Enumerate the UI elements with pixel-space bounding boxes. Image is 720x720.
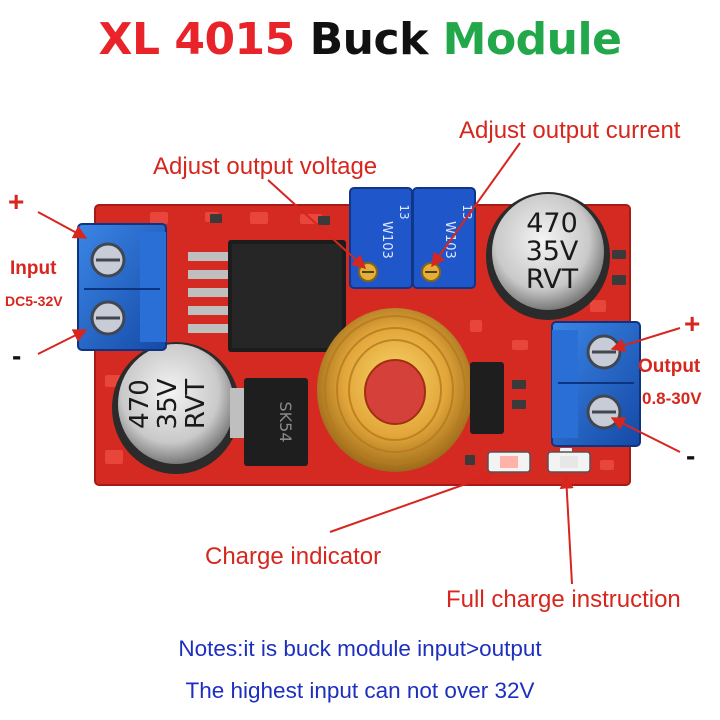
arrow-adjust-current xyxy=(431,142,521,268)
output-capacitor: 470 35V RVT xyxy=(486,192,610,320)
current-pot-number: 13 xyxy=(460,204,474,219)
cap-series-top: RVT xyxy=(526,264,579,295)
arrow-input-minus xyxy=(37,329,88,355)
label-adjust-current: Adjust output current xyxy=(459,117,681,144)
input-voltage-range: DC5-32V xyxy=(5,293,63,309)
voltage-pot-code: W103 xyxy=(379,221,394,259)
output-terminal-block xyxy=(551,321,641,447)
arrow-input-plus xyxy=(37,211,88,239)
arrow-full-charge xyxy=(559,474,574,585)
output-label: Output xyxy=(638,356,701,377)
note-line-1: Notes:it is buck module input>output xyxy=(178,636,542,661)
arrow-output-plus xyxy=(610,327,681,352)
output-voltage-range: 0.8-30V xyxy=(642,389,702,408)
output-minus-sign: - xyxy=(686,440,696,471)
cap-voltage-top: 35V xyxy=(526,236,579,267)
charge-indicator-led xyxy=(487,451,531,473)
note-line-2: The highest input can not over 32V xyxy=(185,678,535,703)
title-part-buck: Buck xyxy=(309,14,429,65)
xl4015-chip xyxy=(188,240,346,352)
input-plus-sign: + xyxy=(8,186,25,217)
label-charge-indicator: Charge indicator xyxy=(205,543,382,570)
schottky-diode: SK54 xyxy=(230,378,308,466)
current-potentiometer: W103 13 xyxy=(412,187,476,289)
cap-series-bottom: RVT xyxy=(181,379,211,429)
input-minus-sign: - xyxy=(12,340,22,371)
arrow-adjust-voltage xyxy=(267,179,367,269)
toroid-inductor xyxy=(317,308,473,472)
label-adjust-voltage: Adjust output voltage xyxy=(153,153,378,180)
mosfet-component xyxy=(470,362,504,434)
label-full-charge: Full charge instruction xyxy=(446,586,681,613)
input-terminal-block xyxy=(77,223,167,351)
arrow-charge-indicator xyxy=(329,471,496,533)
diode-marking: SK54 xyxy=(276,401,295,442)
voltage-pot-number: 13 xyxy=(397,204,411,219)
page-title: XL 4015 Buck Module xyxy=(0,14,720,65)
cap-voltage-bottom: 35V xyxy=(153,378,183,429)
cap-value-bottom: 470 xyxy=(125,379,155,429)
arrow-output-minus xyxy=(610,417,681,453)
input-label: Input xyxy=(10,258,57,279)
output-plus-sign: + xyxy=(684,308,701,339)
input-capacitor: 470 35V RVT xyxy=(112,342,240,474)
title-part-module: Module xyxy=(442,14,622,65)
cap-value-top: 470 xyxy=(526,208,578,239)
full-charge-led xyxy=(547,451,591,473)
title-part-model: XL 4015 xyxy=(98,14,296,65)
voltage-potentiometer: W103 13 xyxy=(349,187,413,289)
